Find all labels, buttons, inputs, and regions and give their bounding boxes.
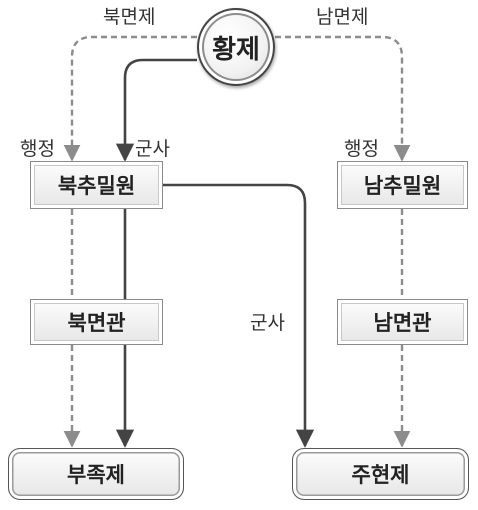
north-privy-council-label: 북추밀원 <box>57 174 136 198</box>
south-officials-box: 남면관 <box>337 299 468 345</box>
emperor-label: 황제 <box>212 34 260 65</box>
north-admin-connector <box>63 35 197 162</box>
north-officials-box: 북면관 <box>30 299 163 345</box>
north-privy-council-box: 북추밀원 <box>30 161 163 209</box>
south-officials-label: 남면관 <box>373 311 432 335</box>
north-officials-label: 북면관 <box>67 311 126 335</box>
north-system-label: 북면제 <box>103 6 156 28</box>
military-label-left: 군사 <box>135 138 170 160</box>
south-privy-council-label: 남추밀원 <box>363 174 442 198</box>
tribal-system-label: 부족제 <box>67 463 125 487</box>
admin-label-right: 행정 <box>344 138 379 160</box>
south-privy-council-box: 남추밀원 <box>337 161 468 209</box>
south-system-label: 남면제 <box>316 6 369 28</box>
military-label-middle: 군사 <box>250 312 285 334</box>
north-privy-to-county-connector <box>163 183 315 448</box>
admin-label-left: 행정 <box>20 138 55 160</box>
emperor-node: 황제 <box>197 8 275 86</box>
south-admin-connector <box>275 35 411 162</box>
tribal-system-box: 부족제 <box>8 448 184 500</box>
county-system-label: 주현제 <box>351 463 410 487</box>
county-system-box: 주현제 <box>292 448 469 500</box>
north-military-connector <box>115 58 197 162</box>
